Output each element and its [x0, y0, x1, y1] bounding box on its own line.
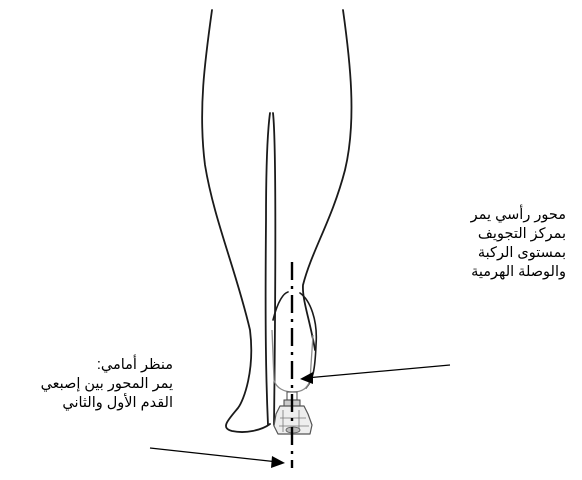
annotation-line: منظر أمامي:	[41, 356, 173, 375]
annotation-line: يمر المحور بين إصبعي	[41, 375, 173, 394]
front-view-annotation: منظر أمامي: يمر المحور بين إصبعي القدم ا…	[41, 356, 173, 413]
front-view-arrow-line	[150, 448, 278, 462]
prosthetic-side-thigh-outline	[303, 10, 352, 350]
annotation-line: القدم الأول والثاني	[41, 394, 173, 413]
vertical-axis-arrow-line	[306, 365, 450, 378]
annotation-line: والوصلة الهرمية	[471, 263, 566, 282]
front-view-arrowhead	[271, 456, 285, 468]
annotation-line: بمستوى الركبة	[471, 244, 566, 263]
sound-leg-outline	[202, 10, 275, 432]
vertical-axis-arrowhead	[300, 372, 313, 384]
annotation-line: محور رأسي يمر	[471, 206, 566, 225]
annotation-line: بمركز التجويف	[471, 225, 566, 244]
vertical-axis-annotation: محور رأسي يمر بمركز التجويف بمستوى الركب…	[471, 206, 566, 282]
